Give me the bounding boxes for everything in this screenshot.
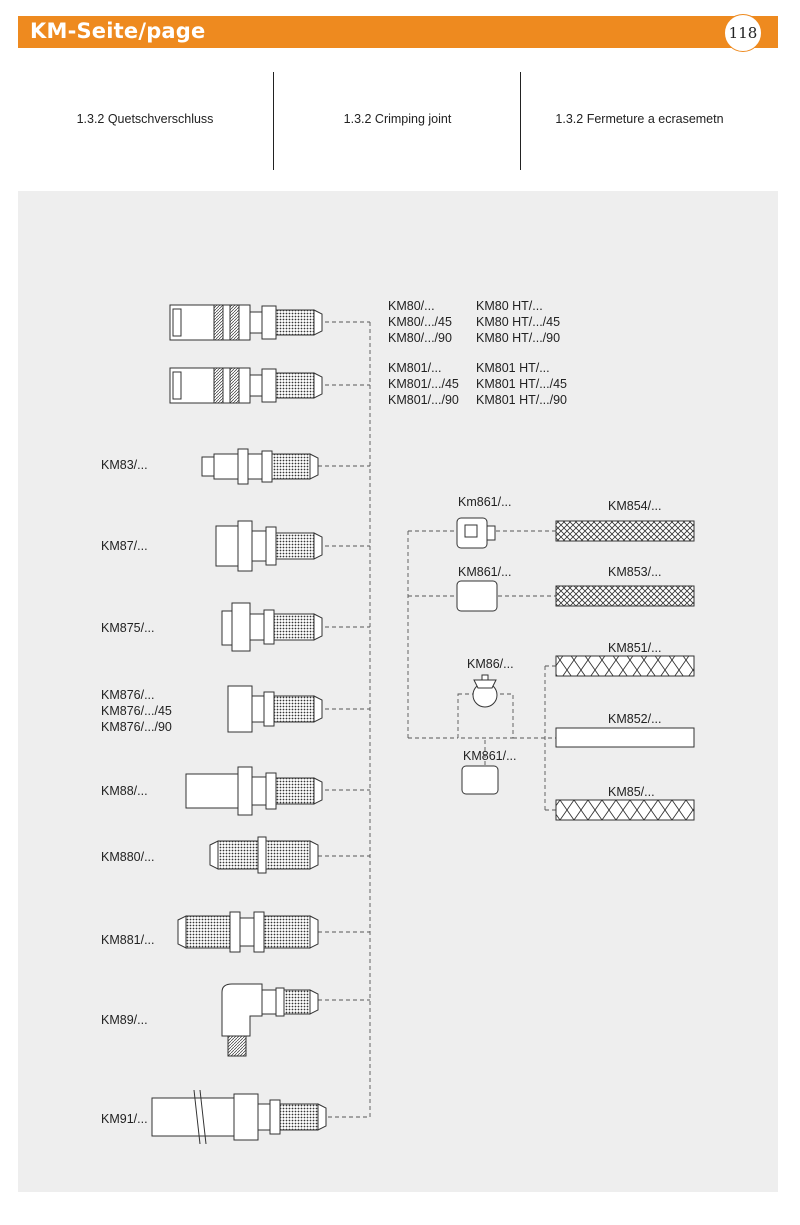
label-km876-90: KM876/.../90 bbox=[101, 720, 172, 734]
column-label-french: 1.3.2 Fermeture a ecrasemetn bbox=[555, 112, 724, 126]
label-km861-c: KM861/... bbox=[463, 749, 517, 763]
label-km80-45: KM80/.../45 bbox=[388, 315, 452, 329]
label-km80-ht: KM80 HT/... bbox=[476, 299, 543, 313]
km91-drawing bbox=[151, 1089, 327, 1145]
km880-drawing bbox=[209, 836, 319, 874]
km861-sleeve-c-drawing bbox=[461, 765, 499, 795]
km87-drawing bbox=[215, 520, 323, 572]
label-km91: KM91/... bbox=[101, 1112, 148, 1126]
column-label-german: 1.3.2 Quetschverschluss bbox=[76, 112, 214, 126]
diagram-panel bbox=[18, 191, 778, 1192]
page-title: KM-Seite/page bbox=[30, 19, 206, 43]
label-km88: KM88/... bbox=[101, 784, 148, 798]
km861-sleeve-a-drawing bbox=[456, 517, 496, 549]
km85-hose-drawing bbox=[555, 799, 695, 821]
km854-hose-drawing bbox=[555, 520, 695, 542]
km801-socket-drawing bbox=[169, 367, 323, 404]
km88-drawing bbox=[185, 766, 323, 816]
label-km801-ht-90: KM801 HT/.../90 bbox=[476, 393, 567, 407]
label-km876: KM876/... bbox=[101, 688, 155, 702]
km83-drawing bbox=[201, 448, 319, 485]
label-km83: KM83/... bbox=[101, 458, 148, 472]
label-km851: KM851/... bbox=[608, 641, 662, 655]
km861-sleeve-b-drawing bbox=[456, 580, 498, 612]
label-km854: KM854/... bbox=[608, 499, 662, 513]
km851-hose-drawing bbox=[555, 655, 695, 677]
km875-drawing bbox=[221, 602, 323, 652]
label-km801-ht: KM801 HT/... bbox=[476, 361, 550, 375]
label-km853: KM853/... bbox=[608, 565, 662, 579]
label-km852: KM852/... bbox=[608, 712, 662, 726]
label-km801-90: KM801/.../90 bbox=[388, 393, 459, 407]
column-divider bbox=[520, 72, 521, 170]
label-km861-a: Km861/... bbox=[458, 495, 512, 509]
connector-lines bbox=[318, 321, 556, 1118]
label-km881: KM881/... bbox=[101, 933, 155, 947]
label-km880: KM880/... bbox=[101, 850, 155, 864]
km80-socket-drawing bbox=[169, 304, 323, 341]
label-km875: KM875/... bbox=[101, 621, 155, 635]
label-km87: KM87/... bbox=[101, 539, 148, 553]
km876-drawing bbox=[227, 685, 323, 733]
column-label-english: 1.3.2 Crimping joint bbox=[343, 112, 452, 126]
label-km80: KM80/... bbox=[388, 299, 435, 313]
column-divider bbox=[273, 72, 274, 170]
label-km80-ht-45: KM80 HT/.../45 bbox=[476, 315, 560, 329]
label-km801: KM801/... bbox=[388, 361, 442, 375]
label-km80-90: KM80/.../90 bbox=[388, 331, 452, 345]
km86-clamp-drawing bbox=[472, 674, 498, 708]
km881-drawing bbox=[177, 911, 319, 953]
label-km86: KM86/... bbox=[467, 657, 514, 671]
km89-drawing bbox=[221, 983, 319, 1057]
label-km85: KM85/... bbox=[608, 785, 655, 799]
label-km876-45: KM876/.../45 bbox=[101, 704, 172, 718]
label-km801-ht-45: KM801 HT/.../45 bbox=[476, 377, 567, 391]
page-number-badge: 118 bbox=[724, 14, 762, 52]
label-km861-b: KM861/... bbox=[458, 565, 512, 579]
km852-hose-drawing bbox=[555, 727, 695, 748]
label-km89: KM89/... bbox=[101, 1013, 148, 1027]
header-bar: KM-Seite/page 118 bbox=[18, 14, 778, 52]
label-km80-ht-90: KM80 HT/.../90 bbox=[476, 331, 560, 345]
label-km801-45: KM801/.../45 bbox=[388, 377, 459, 391]
km853-hose-drawing bbox=[555, 585, 695, 607]
